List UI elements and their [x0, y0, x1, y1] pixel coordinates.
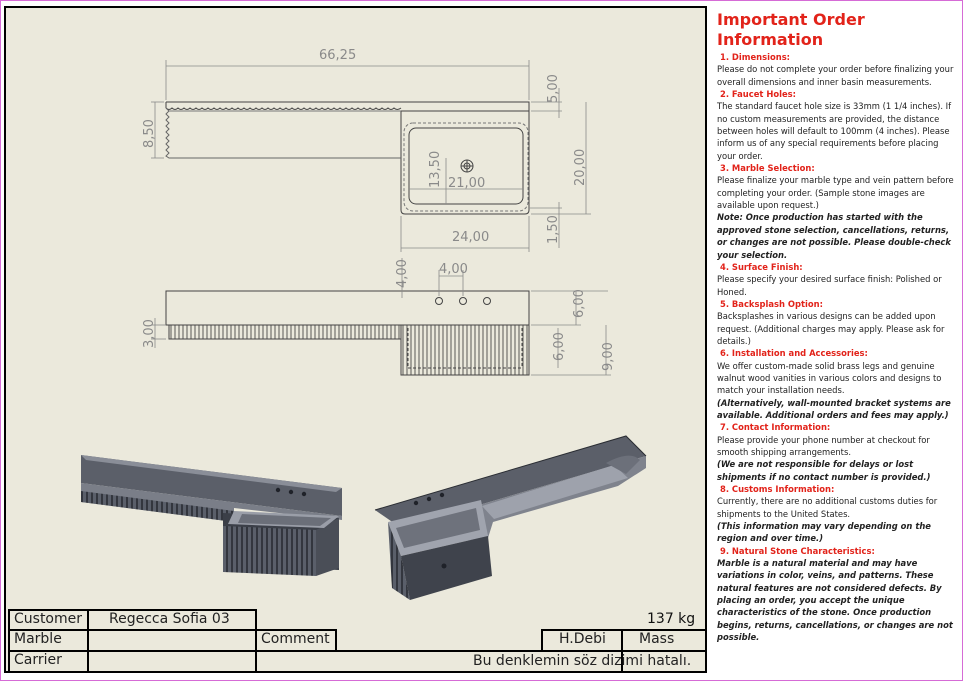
info-section: 9. Natural Stone Characteristics: Marble …	[717, 545, 957, 644]
info-section: 6. Installation and Accessories:We offer…	[717, 347, 957, 421]
dim-basin-outer-depth: 20,00	[573, 149, 588, 186]
dim-basin-height-inner: 6,00	[552, 332, 567, 361]
info-section-heading: 9. Natural Stone Characteristics:	[720, 545, 875, 556]
info-section-heading: 6. Installation and Accessories:	[720, 348, 868, 359]
top-view-dimensions	[151, 60, 591, 252]
bottom-right-cell	[621, 650, 707, 673]
author-cell: H.Debi	[541, 629, 623, 652]
comment-label: Comment	[261, 631, 330, 647]
dim-top-thickness: 3,00	[142, 319, 157, 348]
info-section-body: We offer custom-made solid brass legs an…	[717, 360, 942, 396]
info-section: 3. Marble Selection:Please finalize your…	[717, 162, 957, 261]
customer-label: Customer	[14, 611, 83, 627]
mass-label-cell: Mass	[621, 629, 707, 652]
info-section-heading: 4. Surface Finish:	[720, 261, 803, 272]
info-section-heading: 2. Faucet Holes:	[720, 89, 796, 100]
info-section-body: Please provide your phone number at chec…	[717, 434, 930, 457]
technical-drawing: 66,25 8,50 5,00 13,50 21,00 20,00 1,50 2…	[81, 48, 647, 600]
info-section-note: (This information may vary depending on …	[717, 521, 931, 544]
info-section: 1. Dimensions: Please do not complete you…	[717, 51, 957, 88]
comment-label-cell: Comment	[255, 629, 337, 652]
dim-basin-outer-width: 24,00	[452, 230, 489, 245]
dim-hole-offset: 4,00	[395, 259, 410, 288]
carrier-label-cell: Carrier	[8, 650, 89, 673]
dim-basin-height-outer: 9,00	[601, 342, 616, 371]
info-section: 4. Surface Finish: Please specify your de…	[717, 261, 957, 298]
info-section-note: Marble is a natural material and may hav…	[717, 558, 953, 643]
iso-view-left	[81, 455, 342, 576]
info-section-body: Currently, there are no additional custo…	[717, 496, 938, 519]
customer-label-cell: Customer	[8, 609, 89, 631]
info-section-note: Note: Once production has started with t…	[717, 212, 951, 260]
dim-front-lip: 1,50	[546, 215, 561, 244]
customer-value-cell: Regecca Sofia 03	[87, 609, 257, 631]
info-section-heading: 1. Dimensions:	[720, 52, 791, 62]
info-section: 2. Faucet Holes:The standard faucet hole…	[717, 88, 957, 162]
mass-label: Mass	[639, 631, 675, 647]
info-section-heading: 3. Marble Selection:	[720, 163, 815, 174]
info-section-heading: 5. Backsplash Option:	[720, 298, 823, 309]
info-section-note: (Alternatively, wall-mounted bracket sys…	[717, 397, 951, 420]
front-view	[165, 290, 530, 376]
carrier-value-cell	[87, 650, 257, 673]
info-section-body: Please finalize your marble type and vei…	[717, 175, 954, 211]
dim-basin-depth: 13,50	[428, 151, 443, 188]
info-section-heading: 8. Customs Information:	[720, 484, 835, 495]
info-section: 8. Customs Information:Currently, there …	[717, 483, 957, 545]
bottom-note: Bu denklemin söz dizimi hatalı.	[473, 653, 692, 669]
info-section-body: Backsplashes in various designs can be a…	[717, 311, 945, 346]
drawing-area: 66,25 8,50 5,00 13,50 21,00 20,00 1,50 2…	[4, 6, 707, 673]
info-section-note: (We are not responsible for delays or lo…	[717, 459, 931, 482]
dim-basin-width: 21,00	[448, 176, 485, 191]
dim-left-height: 8,50	[142, 119, 157, 148]
dim-back-height: 6,00	[572, 289, 587, 318]
author-name: H.Debi	[559, 631, 606, 647]
info-section: 5. Backsplash Option: Backsplashes in var…	[717, 298, 957, 347]
customer-value: Regecca Sofia 03	[109, 611, 230, 627]
info-title: Important Order Information	[717, 10, 865, 49]
info-section-body: The standard faucet hole size is 33mm (1…	[717, 101, 952, 161]
info-sections: 1. Dimensions: Please do not complete you…	[717, 51, 957, 644]
order-info-panel: Important Order Information 1. Dimension…	[717, 10, 957, 644]
dim-overall-length: 66,25	[319, 48, 356, 63]
marble-label: Marble	[14, 631, 62, 647]
info-section-body: Please do not complete your order before…	[717, 64, 954, 87]
front-view-dimensions	[151, 258, 611, 376]
info-section-heading: 7. Contact Information:	[720, 422, 831, 433]
top-view	[165, 101, 530, 215]
marble-value-cell	[87, 629, 257, 652]
info-section: 7. Contact Information:Please provide yo…	[717, 421, 957, 483]
marble-label-cell: Marble	[8, 629, 89, 652]
carrier-label: Carrier	[14, 652, 62, 668]
iso-view-right	[374, 435, 647, 600]
mass-value: 137 kg	[647, 611, 696, 627]
dim-hole-spacing: 4,00	[439, 262, 468, 277]
dim-back-thickness: 5,00	[546, 74, 561, 103]
info-section-body: Please specify your desired surface fini…	[717, 274, 942, 297]
